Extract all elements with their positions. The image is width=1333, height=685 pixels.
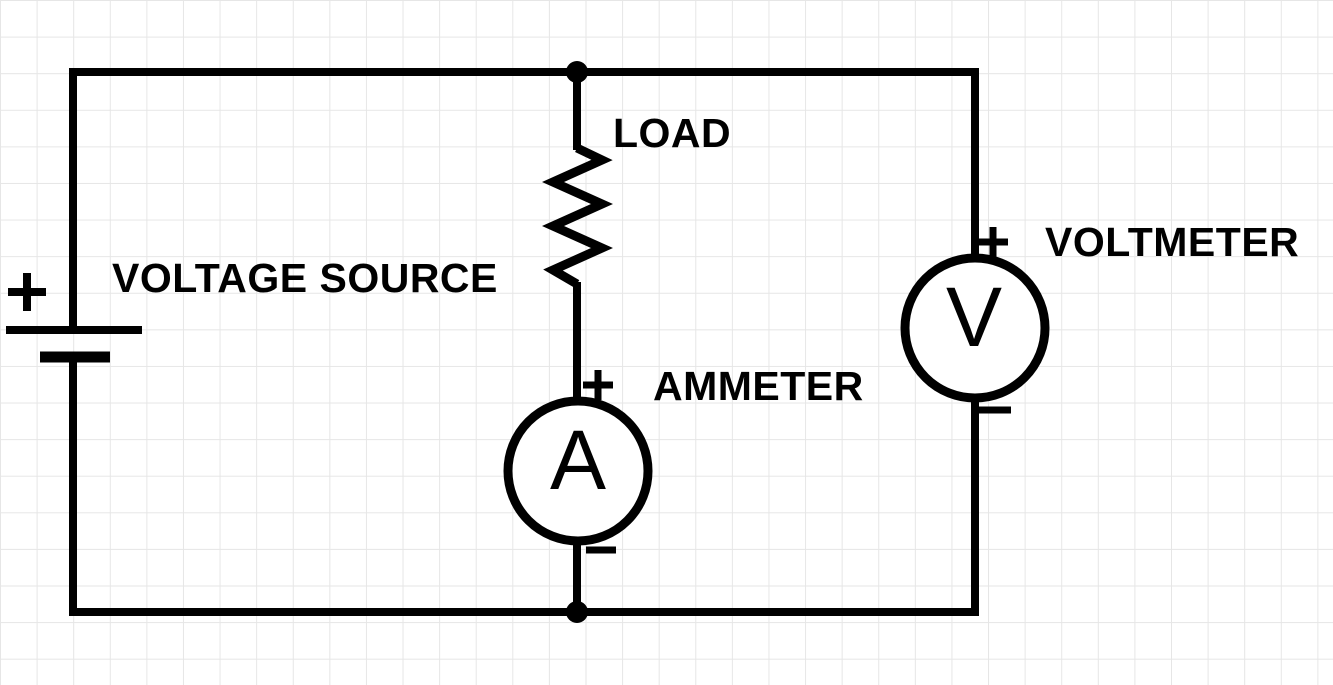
voltmeter-component: V bbox=[900, 227, 1050, 414]
battery-icon bbox=[6, 273, 142, 363]
voltmeter-label: VOLTMETER bbox=[1045, 219, 1299, 265]
ammeter-plus-icon bbox=[583, 370, 613, 400]
voltmeter-plus-icon bbox=[979, 227, 1008, 257]
ammeter-symbol: A bbox=[550, 413, 606, 507]
battery-plus-icon bbox=[8, 273, 46, 311]
circuit-wires bbox=[69, 68, 979, 616]
ammeter-label: AMMETER bbox=[653, 363, 864, 409]
voltmeter-circle bbox=[900, 253, 1050, 403]
junction-dot-bottom bbox=[566, 601, 588, 623]
load-label: LOAD bbox=[613, 110, 731, 156]
junction-dot-top bbox=[566, 61, 588, 83]
ammeter-component: A bbox=[503, 370, 653, 554]
voltmeter-symbol: V bbox=[946, 270, 1002, 364]
resistor-icon bbox=[542, 143, 613, 288]
ammeter-circle bbox=[503, 396, 653, 546]
voltage-source-label: VOLTAGE SOURCE bbox=[112, 255, 498, 301]
